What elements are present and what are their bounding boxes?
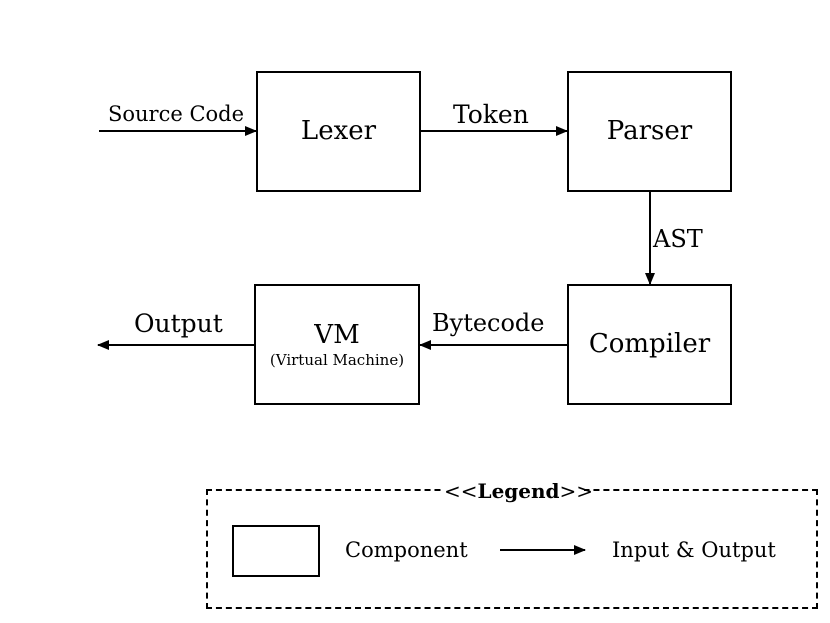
- legend-component-swatch: [232, 525, 320, 577]
- lexer-label: Lexer: [300, 116, 377, 147]
- output-label: Output: [134, 309, 223, 338]
- legend-title-prefix: <<: [444, 479, 478, 503]
- lexer-box: Lexer: [256, 71, 421, 192]
- legend-arrow-label: Input & Output: [612, 538, 776, 562]
- token-label: Token: [453, 100, 529, 129]
- legend-title: <<Legend>>: [444, 477, 593, 505]
- source-code-label: Source Code: [108, 102, 245, 126]
- parser-box: Parser: [567, 71, 732, 192]
- vm-label: VM: [314, 319, 360, 350]
- compiler-label: Compiler: [588, 329, 711, 360]
- legend: <<Legend>> Component Input & Output: [206, 477, 818, 609]
- vm-subtitle: (Virtual Machine): [269, 350, 405, 369]
- bytecode-label: Bytecode: [432, 309, 545, 337]
- ast-label: AST: [653, 225, 703, 253]
- vm-box: VM (Virtual Machine): [254, 284, 420, 405]
- legend-title-text: Legend: [477, 479, 560, 503]
- compiler-box: Compiler: [567, 284, 732, 405]
- legend-component-label: Component: [345, 538, 468, 562]
- legend-title-suffix: >>: [559, 479, 594, 503]
- parser-label: Parser: [606, 116, 693, 147]
